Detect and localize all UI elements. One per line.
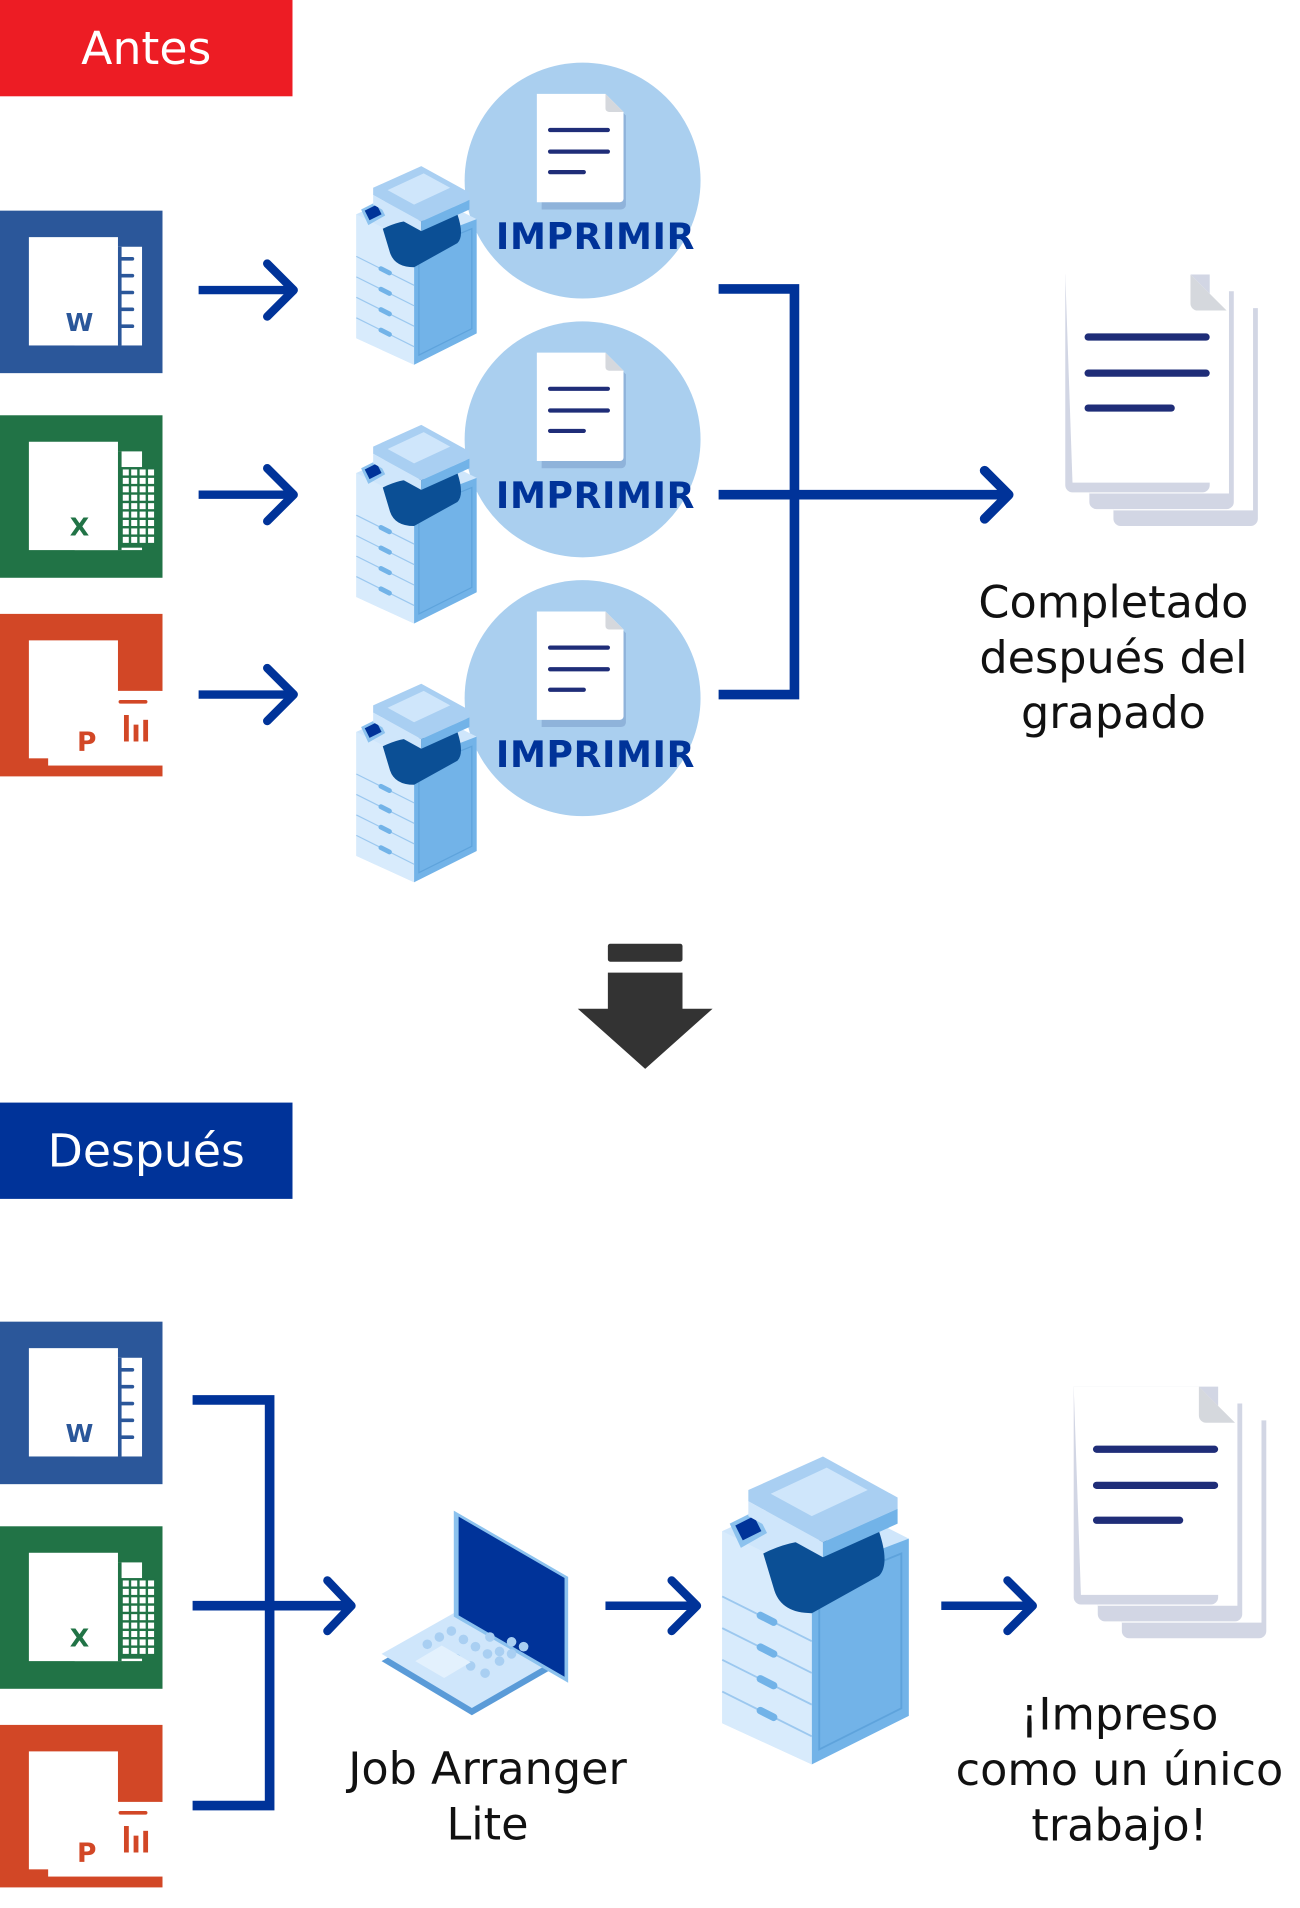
document-icon bbox=[536, 352, 626, 469]
excel-app-icon: X bbox=[0, 415, 163, 578]
svg-text:X: X bbox=[70, 513, 89, 542]
svg-text:W: W bbox=[66, 308, 94, 337]
merge-bracket bbox=[718, 284, 1006, 700]
printer-icon bbox=[356, 424, 477, 624]
printer-icon bbox=[356, 166, 477, 365]
arrow-right-icon bbox=[605, 1576, 702, 1636]
svg-text:X: X bbox=[70, 1624, 89, 1653]
print-label: IMPRIMIR bbox=[495, 475, 696, 518]
arrow-right-icon bbox=[198, 259, 298, 321]
arrow-right-icon bbox=[323, 1576, 356, 1636]
speech-bubble bbox=[457, 321, 701, 558]
word-app-icon: W bbox=[0, 210, 163, 374]
speech-bubble bbox=[457, 580, 701, 817]
document-icon bbox=[536, 611, 626, 728]
arrow-right-icon bbox=[979, 465, 1014, 524]
software-caption: Job Arranger Lite bbox=[348, 1742, 627, 1851]
arrow-right-icon bbox=[941, 1576, 1037, 1636]
print-label: IMPRIMIR bbox=[495, 734, 696, 777]
after-result-caption: ¡Impreso como un único trabajo! bbox=[955, 1688, 1284, 1852]
word-app-icon: W bbox=[0, 1321, 163, 1485]
powerpoint-app-icon: P bbox=[0, 613, 163, 777]
powerpoint-app-icon: P bbox=[0, 1724, 163, 1888]
stacked-documents-icon bbox=[1073, 1386, 1267, 1639]
svg-text:P: P bbox=[77, 727, 96, 758]
print-label: IMPRIMIR bbox=[495, 216, 696, 259]
svg-text:W: W bbox=[66, 1419, 94, 1448]
arrow-right-icon bbox=[198, 464, 298, 526]
after-badge: Después bbox=[0, 1102, 293, 1199]
arrow-right-icon bbox=[198, 663, 298, 726]
down-arrow-icon bbox=[577, 943, 713, 1069]
printer-graphic bbox=[721, 1456, 909, 1765]
before-result-caption: Completado después del grapado bbox=[978, 576, 1249, 740]
printer-icon bbox=[356, 683, 477, 883]
excel-app-icon: X bbox=[0, 1526, 163, 1689]
before-badge: Antes bbox=[0, 0, 293, 97]
merge-bracket bbox=[192, 1395, 350, 1811]
stacked-documents-icon bbox=[1065, 274, 1258, 527]
laptop-icon bbox=[381, 1510, 569, 1716]
speech-bubble bbox=[457, 62, 701, 299]
document-icon bbox=[536, 93, 626, 210]
svg-text:P: P bbox=[77, 1838, 96, 1869]
